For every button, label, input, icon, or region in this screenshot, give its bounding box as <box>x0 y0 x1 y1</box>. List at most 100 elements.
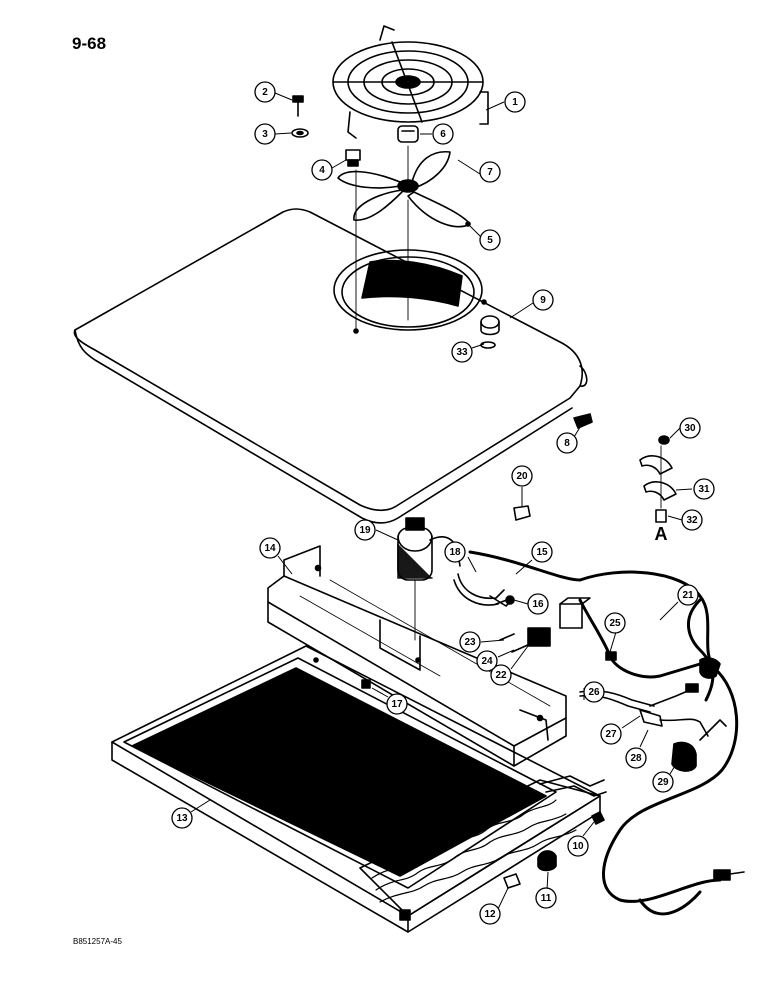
callout-29: 29 <box>652 771 674 793</box>
callout-19: 19 <box>354 519 376 541</box>
grommet-nut <box>345 149 361 167</box>
washer <box>291 128 309 138</box>
callout-number: 17 <box>391 699 403 710</box>
callout-number: 10 <box>572 841 584 852</box>
callout-18: 18 <box>444 541 466 563</box>
callout-number: 1 <box>512 97 518 108</box>
callout-circle <box>693 478 715 500</box>
callout-number: 24 <box>481 656 493 667</box>
callout-number: 7 <box>487 167 493 178</box>
callout-number: 18 <box>449 547 461 558</box>
callout-number: 8 <box>564 438 570 449</box>
callout-circle <box>527 593 549 615</box>
callout-31: 31 <box>693 478 715 500</box>
reference-code: B851257A-45 <box>73 937 122 946</box>
callout-circle <box>476 650 498 672</box>
view-marker: A <box>655 524 668 544</box>
plug <box>480 315 500 349</box>
callout-circle <box>386 693 408 715</box>
callout-circle <box>511 465 533 487</box>
connector <box>513 505 531 521</box>
callout-circle <box>479 903 501 925</box>
callout-20: 20 <box>511 465 533 487</box>
callout-circle <box>479 161 501 183</box>
callout-7: 7 <box>479 161 501 183</box>
callout-circle <box>677 584 699 606</box>
callout-circle <box>600 723 622 745</box>
condenser-coil <box>111 645 607 933</box>
callout-24: 24 <box>476 650 498 672</box>
callout-15: 15 <box>531 541 553 563</box>
callout-circle <box>451 341 473 363</box>
callout-1: 1 <box>504 91 526 113</box>
callout-12: 12 <box>479 903 501 925</box>
callout-number: 29 <box>657 777 669 788</box>
callout-5: 5 <box>479 229 501 251</box>
callout-circle <box>459 631 481 653</box>
callout-number: 30 <box>684 423 696 434</box>
callout-circle <box>556 432 578 454</box>
callout-circle <box>625 747 647 769</box>
callout-number: 28 <box>630 753 642 764</box>
callout-number: 23 <box>464 637 476 648</box>
clamp-hardware <box>639 435 677 523</box>
callout-26: 26 <box>583 681 605 703</box>
callout-9: 9 <box>532 289 554 311</box>
callout-number: 6 <box>440 129 446 140</box>
callout-circle <box>583 681 605 703</box>
callout-number: 19 <box>359 525 371 536</box>
callout-3: 3 <box>254 123 276 145</box>
callout-circle <box>567 835 589 857</box>
screw <box>573 413 593 429</box>
callout-circle <box>432 123 454 145</box>
callout-circle <box>531 541 553 563</box>
callout-16: 16 <box>527 593 549 615</box>
blower-motor <box>397 517 461 641</box>
callout-27: 27 <box>600 723 622 745</box>
callout-number: 25 <box>609 618 621 629</box>
callout-circle <box>679 417 701 439</box>
callout-8: 8 <box>556 432 578 454</box>
callout-number: 27 <box>605 729 617 740</box>
callout-circle <box>652 771 674 793</box>
callout-21: 21 <box>677 584 699 606</box>
callout-number: 31 <box>698 484 710 495</box>
fan-cap <box>397 125 419 143</box>
coil-fittings <box>503 811 605 889</box>
callout-circle <box>254 81 276 103</box>
callout-25: 25 <box>604 612 626 634</box>
callout-10: 10 <box>567 835 589 857</box>
callout-28: 28 <box>625 747 647 769</box>
callout-22: 22 <box>490 664 512 686</box>
callout-number: 15 <box>536 547 548 558</box>
fan-blade <box>337 151 471 228</box>
callout-number: 32 <box>686 515 698 526</box>
callout-30: 30 <box>679 417 701 439</box>
callout-circle <box>479 229 501 251</box>
callout-32: 32 <box>681 509 703 531</box>
callout-14: 14 <box>259 537 281 559</box>
callout-number: 20 <box>516 471 528 482</box>
bolt <box>292 95 304 117</box>
callout-circle <box>254 123 276 145</box>
callout-2: 2 <box>254 81 276 103</box>
callout-number: 14 <box>264 543 276 554</box>
condenser-shroud <box>73 145 588 524</box>
callout-number: 4 <box>319 165 325 176</box>
callout-number: 9 <box>540 295 546 306</box>
callout-number: 26 <box>588 687 600 698</box>
callout-circle <box>490 664 512 686</box>
callout-circle <box>535 887 557 909</box>
callout-23: 23 <box>459 631 481 653</box>
callout-circle <box>171 807 193 829</box>
callout-17: 17 <box>386 693 408 715</box>
callout-13: 13 <box>171 807 193 829</box>
callout-number: 12 <box>484 909 496 920</box>
callout-number: 16 <box>532 599 544 610</box>
wiring-harness <box>468 550 739 916</box>
callout-number: 21 <box>682 590 694 601</box>
callout-circle <box>311 159 333 181</box>
